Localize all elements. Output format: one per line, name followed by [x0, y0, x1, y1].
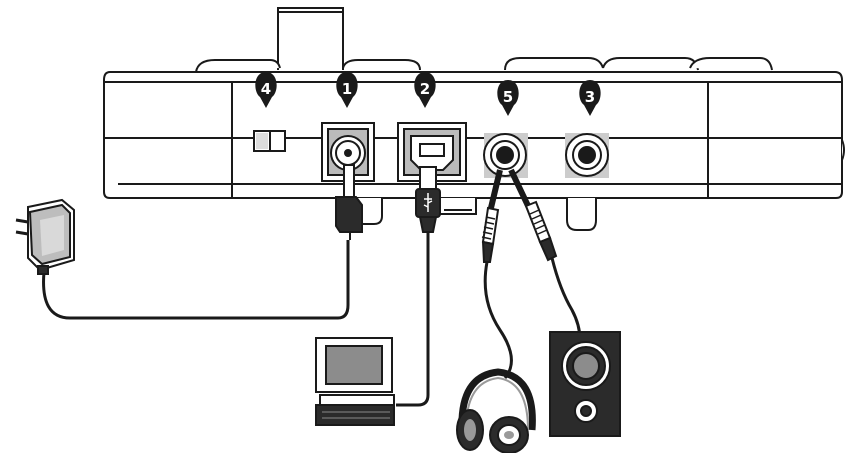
callout-badge-dc-power-jack: 1	[336, 72, 358, 108]
headphone-jack	[483, 133, 528, 178]
callout-badge-headphone-jack: 5	[497, 80, 519, 116]
speaker-plug	[508, 168, 558, 262]
callout-label: 5	[503, 88, 513, 106]
callout-label: 3	[585, 88, 595, 106]
callout-label: 4	[261, 80, 271, 98]
power-adapter-icon	[15, 198, 75, 275]
callout-badge-audio-out-jack: 3	[579, 80, 601, 116]
dc-plug	[335, 164, 363, 240]
speaker-icon	[549, 331, 621, 437]
headphones-icon	[456, 368, 536, 453]
callout-label: 2	[420, 80, 430, 98]
callout-label: 1	[342, 80, 352, 98]
device-rear-panel	[103, 7, 845, 231]
audio-out-jack	[565, 133, 609, 178]
computer-icon	[315, 337, 395, 426]
usb-plug	[415, 166, 441, 233]
callout-badge-usb-port: 2	[414, 72, 436, 108]
headphone-plug	[481, 169, 503, 263]
callout-badge-power-switch: 4	[255, 72, 277, 108]
power-switch	[253, 130, 286, 152]
